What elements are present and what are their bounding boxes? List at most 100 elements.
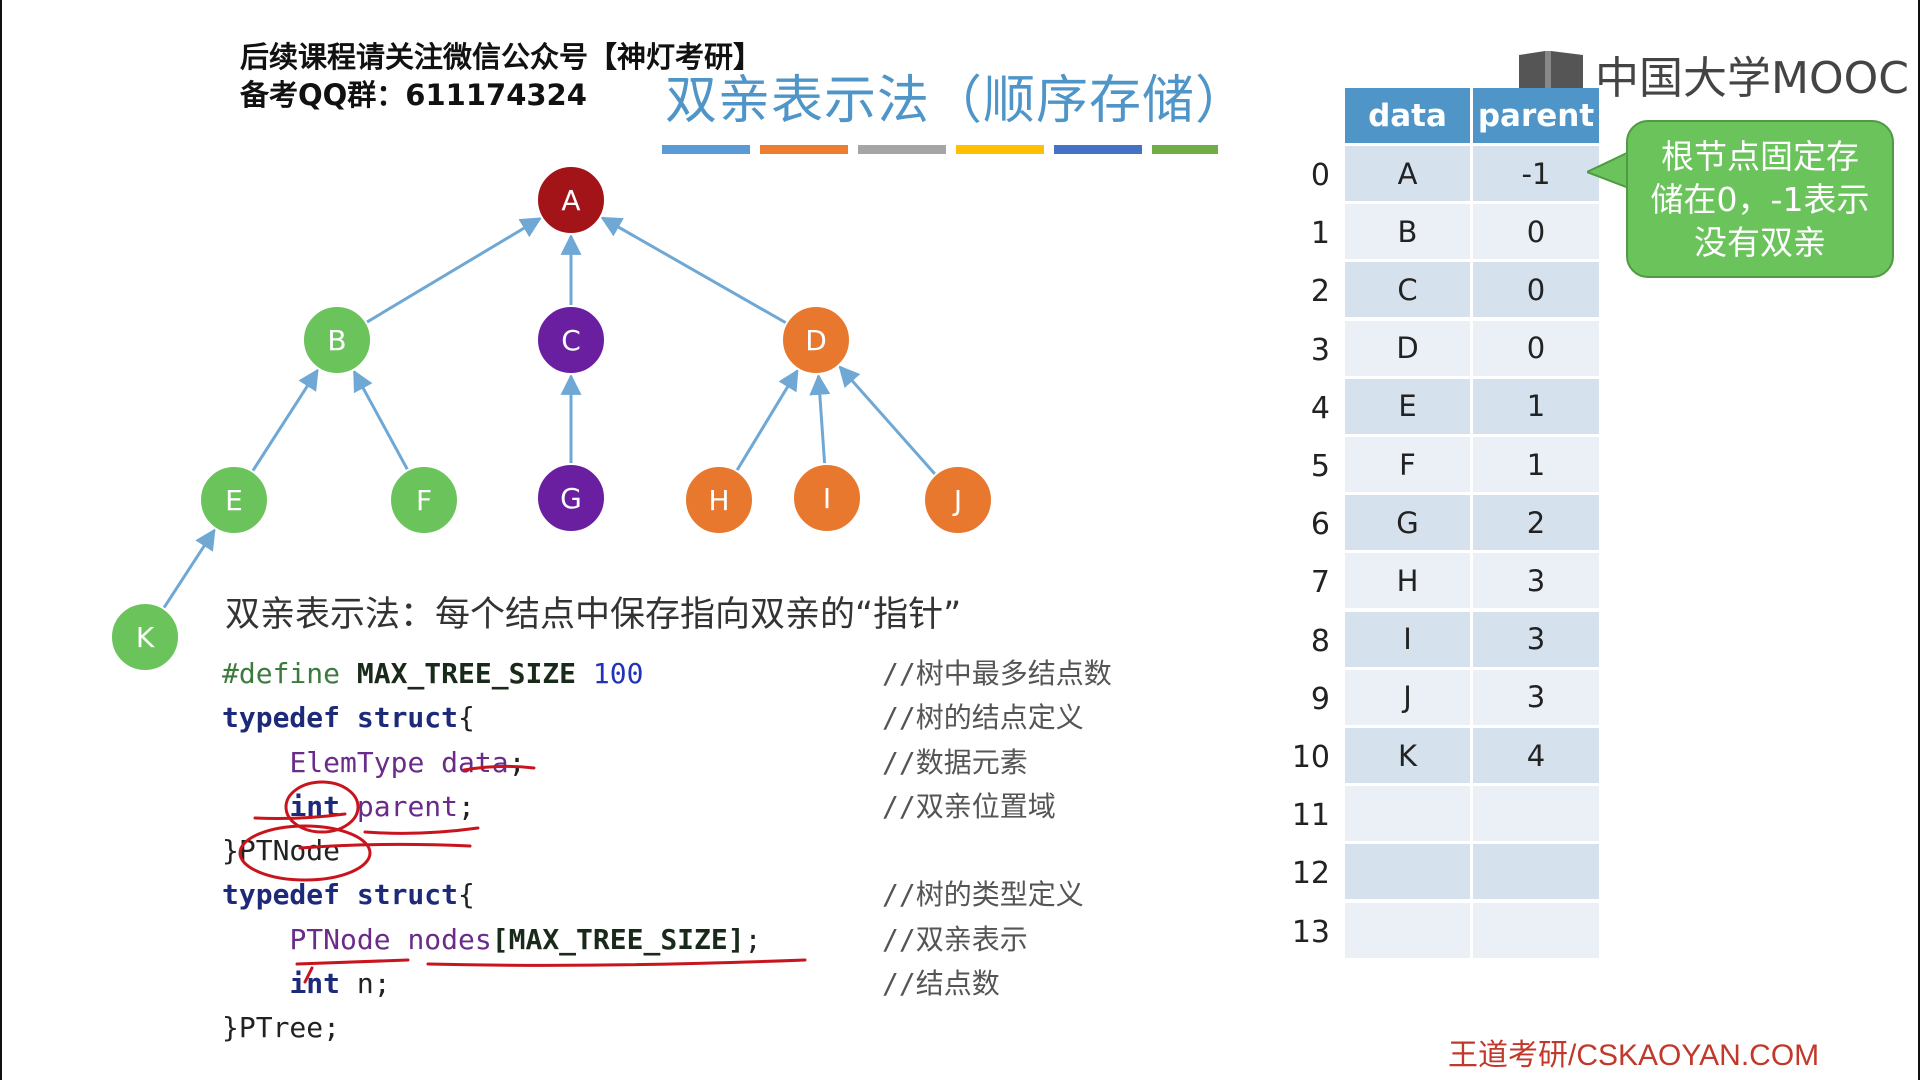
table-header-parent: parent xyxy=(1473,88,1599,143)
table-cell-data: D xyxy=(1345,320,1470,376)
table-cell-data: E xyxy=(1345,378,1470,434)
code-line-ptree: }PTree; xyxy=(222,1011,341,1045)
table-row-index: 13 xyxy=(1291,914,1330,950)
table-cell-data: F xyxy=(1345,437,1470,492)
tree-node-F: F xyxy=(389,465,459,535)
tree-node-D: D xyxy=(781,305,851,375)
tree-node-K: K xyxy=(110,602,180,672)
edge-E-to-B xyxy=(251,368,319,473)
table-row-index: 12 xyxy=(1291,856,1330,892)
slide-title: 双亲表示法（顺序存储） xyxy=(665,71,1249,131)
node-label: G xyxy=(560,482,582,515)
title-color-bar xyxy=(662,145,750,154)
code-comment: //双亲位置域 xyxy=(882,789,1056,823)
title-color-bar xyxy=(1152,145,1218,154)
table-row-index: 6 xyxy=(1310,507,1330,543)
table-cell-data xyxy=(1345,786,1470,842)
node-circle xyxy=(781,305,851,375)
table-row-index: 8 xyxy=(1310,623,1330,659)
code-comment: //树中最多结点数 xyxy=(882,657,1112,690)
node-label: I xyxy=(823,482,831,515)
table-row-index: 1 xyxy=(1310,216,1330,252)
table-cell-data: I xyxy=(1345,611,1470,667)
notice-line-1: 后续课程请关注微信公众号【神灯考研】 xyxy=(240,40,763,74)
code-comment: //数据元素 xyxy=(882,745,1028,779)
table-row-index: 3 xyxy=(1310,332,1330,368)
root-note-callout: 根节点固定存储在0，-1表示没有双亲 xyxy=(1626,120,1894,278)
node-circle xyxy=(923,465,993,535)
title-color-bar xyxy=(858,145,946,154)
title-color-bar xyxy=(760,145,848,154)
code-line-data-field: ElemType data;//数据元素 xyxy=(222,741,1027,785)
table-row-index: 9 xyxy=(1310,681,1330,717)
table-cell-data xyxy=(1345,902,1470,958)
mooc-text: 中国大学MOOC xyxy=(1595,53,1909,104)
edge-D-to-A xyxy=(600,216,788,325)
code-comment: //树的结点定义 xyxy=(882,701,1084,735)
edge-H-to-D xyxy=(735,368,799,472)
node-circle xyxy=(792,463,862,533)
table-cell-data: B xyxy=(1345,204,1470,260)
code-line-ptnode: }PTNode xyxy=(222,834,341,868)
node-circle xyxy=(302,305,372,375)
edge-I-to-D xyxy=(809,373,831,465)
node-label: A xyxy=(561,184,580,217)
tree-node-H: H xyxy=(684,465,754,535)
node-label: D xyxy=(805,324,827,357)
tree-node-G: G xyxy=(536,463,606,533)
edge-K-to-E xyxy=(162,528,216,610)
tree-node-E: E xyxy=(199,465,269,535)
notice-line-2: 备考QQ群：611174324 xyxy=(240,78,587,112)
code-comment: //结点数 xyxy=(882,967,1000,1001)
code-line-n-field: int n;//结点数 xyxy=(222,962,999,1006)
table-cell-parent: 3 xyxy=(1473,553,1599,609)
title-color-bar xyxy=(956,145,1044,154)
table-row-index: 10 xyxy=(1291,740,1330,775)
edge-B-to-A xyxy=(365,217,542,324)
node-circle xyxy=(199,465,269,535)
table-cell-data: G xyxy=(1345,495,1470,551)
table-cell-data: A xyxy=(1345,146,1470,201)
table-row-index: 5 xyxy=(1310,449,1330,484)
table-cell-parent: 1 xyxy=(1473,378,1599,434)
table-row-index: 2 xyxy=(1310,274,1330,310)
tree-node-A: A xyxy=(536,165,606,235)
node-circle xyxy=(110,602,180,672)
title-color-bar xyxy=(1054,145,1142,154)
code-line-nodes-array: PTNode nodes[MAX_TREE_SIZE];//双亲表示 xyxy=(222,918,1027,962)
table-cell-parent xyxy=(1473,844,1599,900)
code-block: #define MAX_TREE_SIZE 100//树中最多结点数 typed… xyxy=(222,652,1112,1051)
node-circle xyxy=(684,465,754,535)
notice-block: 后续课程请关注微信公众号【神灯考研】 备考QQ群：611174324 xyxy=(240,38,762,114)
table-row-index: 4 xyxy=(1310,390,1330,426)
mooc-logo: 中国大学MOOC xyxy=(1515,46,1909,104)
code-line-typedef-2: typedef struct{//树的类型定义 xyxy=(222,873,1084,917)
node-circle xyxy=(536,463,606,533)
table-cell-data: K xyxy=(1345,728,1470,783)
node-label: J xyxy=(952,484,962,517)
node-label: F xyxy=(416,484,432,517)
node-label: H xyxy=(708,484,729,517)
table-cell-data: J xyxy=(1345,669,1470,725)
node-label: K xyxy=(136,621,155,654)
tree-node-J: J xyxy=(923,465,993,535)
code-line-define: #define MAX_TREE_SIZE 100//树中最多结点数 xyxy=(222,652,1112,696)
mooc-book-icon xyxy=(1519,51,1583,97)
node-circle xyxy=(389,465,459,535)
table-row-index: 11 xyxy=(1291,798,1330,834)
table-cell-parent: -1 xyxy=(1473,146,1599,201)
footer-brand: 王道考研/CSKAOYAN.COM xyxy=(1448,1039,1820,1072)
node-label: E xyxy=(225,484,243,517)
table-cell-parent: 3 xyxy=(1473,611,1599,667)
edge-F-to-B xyxy=(352,369,410,471)
table-cell-parent xyxy=(1473,902,1599,958)
node-circle xyxy=(536,165,606,235)
code-line-parent-field: int parent;//双亲位置域 xyxy=(222,785,1055,829)
table-cell-parent: 3 xyxy=(1473,669,1599,725)
tree-node-I: I xyxy=(792,463,862,533)
code-comment: //双亲表示 xyxy=(882,922,1028,956)
node-label: C xyxy=(561,324,581,357)
edge-J-to-D xyxy=(838,365,937,476)
code-comment: //树的类型定义 xyxy=(882,878,1084,912)
